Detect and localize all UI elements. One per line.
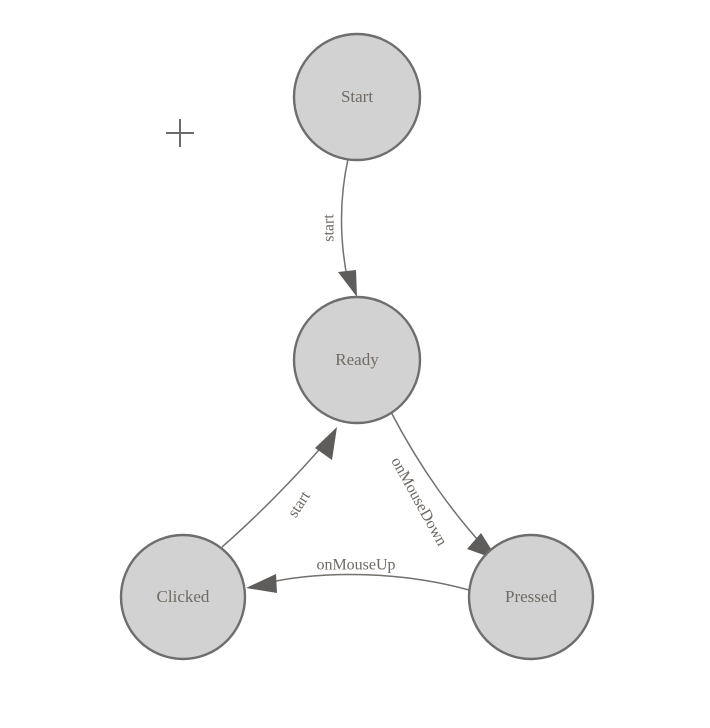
edge-pressed-to-clicked[interactable]: onMouseUp [246,557,470,593]
edge-ready-to-pressed-path [390,411,489,552]
node-pressed-label: Pressed [505,587,557,606]
node-ready-circle [292,295,422,425]
node-clicked-circle [119,533,247,661]
arrowhead-into-clicked [246,574,277,593]
node-ready-label: Ready [335,350,379,369]
edge-start-to-ready-path [340,158,349,283]
edge-label-pressed-to-clicked: onMouseUp [316,557,395,574]
crosshair-icon [166,119,194,147]
node-pressed[interactable]: Pressed [467,533,595,661]
edge-ready-to-pressed[interactable]: onMouseDown [387,411,498,560]
arrowhead-into-ready-top [338,270,357,297]
edge-pressed-to-clicked-path [261,573,470,591]
edge-label-clicked-to-ready: start [285,488,315,521]
arrowhead-into-ready-bottom [315,427,337,460]
edge-label-ready-to-pressed: onMouseDown [387,454,450,549]
node-clicked-label: Clicked [157,587,210,606]
node-start-label: Start [341,87,373,106]
edge-clicked-to-ready-path [221,442,326,548]
edge-clicked-to-ready[interactable]: start [221,427,337,548]
node-clicked[interactable]: Clicked [119,533,247,661]
edge-start-to-ready[interactable]: start [321,158,357,297]
node-pressed-circle [467,533,595,661]
node-start[interactable]: Start [292,32,422,162]
edge-label-start-to-ready: start [321,214,338,242]
node-ready[interactable]: Ready [292,295,422,425]
node-start-circle [292,32,422,162]
